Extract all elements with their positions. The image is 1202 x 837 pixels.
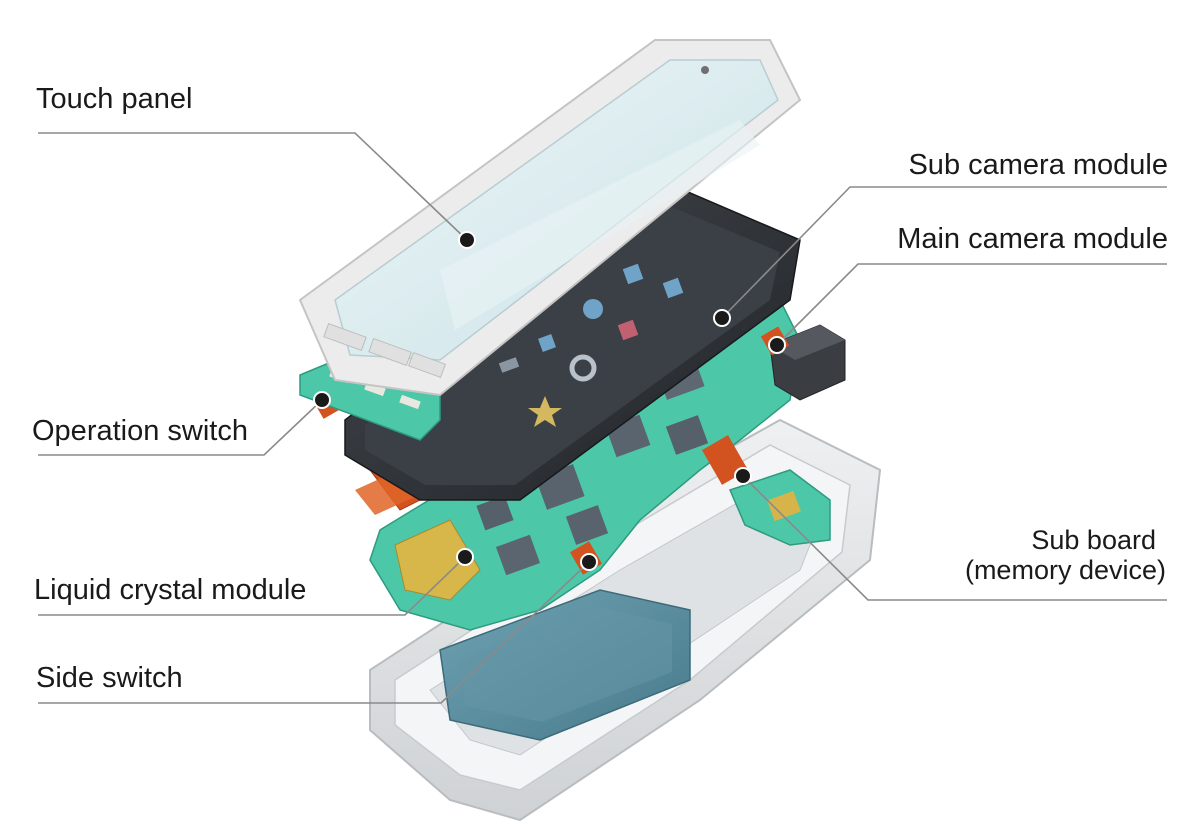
battery-pack [439,589,691,741]
callout-dots [313,231,786,571]
dot-sub-board [734,467,752,485]
leader-liquid-crystal [38,556,466,616]
label-touch-panel: Touch panel [36,83,193,115]
dot-liquid-crystal [456,548,474,566]
dot-sub-camera [713,309,731,327]
dot-side-switch [580,553,598,571]
dot-operation-switch [313,391,331,409]
label-sub-board-line2: (memory device) [964,554,1166,585]
leader-side-switch [38,561,590,704]
dot-touch-panel [458,231,476,249]
label-sub-board: Sub board (memory device) [964,525,1166,585]
dot-main-camera [768,336,786,354]
label-sub-camera-module: Sub camera module [908,149,1168,181]
leader-main-camera [776,263,1167,346]
label-main-camera-module: Main camera module [897,223,1168,255]
leader-sub-camera [721,186,1167,319]
label-liquid-crystal-module: Liquid crystal module [34,574,307,606]
label-sub-board-line1: Sub board [1031,525,1156,555]
leader-sub-board [742,475,1167,601]
label-operation-switch: Operation switch [32,415,248,447]
leader-lines [38,132,1167,704]
leader-touch-panel [38,132,468,241]
touch-panel-frame [298,39,802,397]
leader-operation-switch [38,399,323,456]
label-side-switch: Side switch [36,662,183,694]
